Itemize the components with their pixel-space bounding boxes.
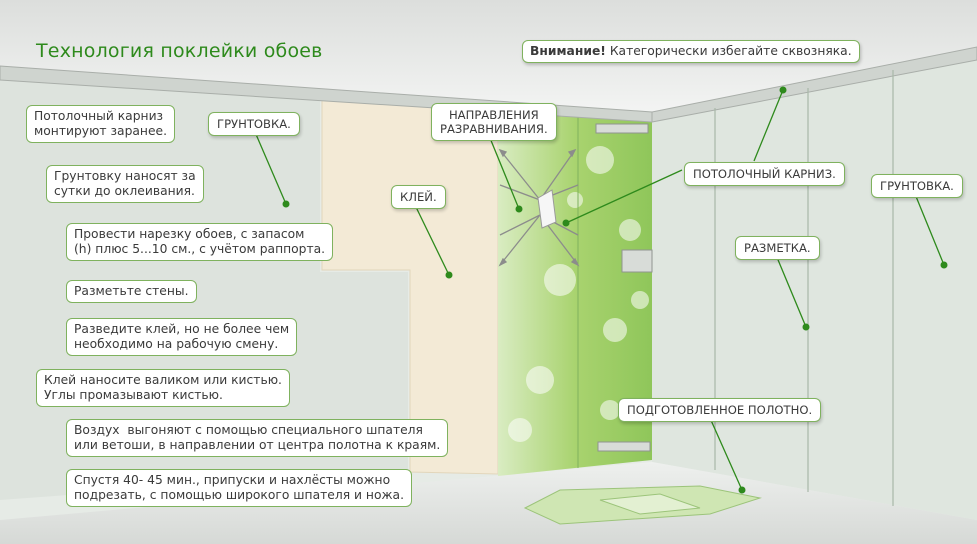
step-note-glue-apply: Клей наносите валиком или кистью. Углы п… <box>36 369 290 407</box>
step-note-primer: Грунтовку наносят за сутки до оклеивания… <box>46 165 204 203</box>
step-note-glue-mix: Разведите клей, но не более чем необходи… <box>66 318 298 356</box>
cornice-right <box>651 46 977 123</box>
leader-lines <box>254 89 945 491</box>
step-note-marking: Разметьте стены. <box>66 280 197 303</box>
right-wall <box>652 52 977 520</box>
leader-dots <box>282 86 948 494</box>
wall-brackets <box>595 123 653 452</box>
step-note-cornice: Потолочный карниз монтируют заранее. <box>26 105 175 143</box>
label-glue: КЛЕЙ. <box>391 185 446 209</box>
label-cornice: ПОТОЛОЧНЫЙ КАРНИЗ. <box>684 162 845 186</box>
prepared-roll-fold <box>599 493 701 515</box>
warning-bold: Внимание! <box>530 44 606 58</box>
step-note-air: Воздух выгоняют с помощью специального ш… <box>66 419 449 457</box>
label-marking: РАЗМЕТКА. <box>735 236 820 260</box>
page-title: Технология поклейки обоев <box>36 40 323 62</box>
label-direction: НАПРАВЛЕНИЯ РАЗРАВНИВАНИЯ. <box>431 103 557 141</box>
warning-note: Внимание! Категорически избегайте сквозн… <box>522 40 860 63</box>
step-note-trim: Спустя 40- 45 мин., припуски и нахлёсты … <box>66 469 412 507</box>
floor <box>0 462 977 544</box>
spatula <box>537 189 557 229</box>
label-primer-left: ГРУНТОВКА. <box>208 112 300 136</box>
warning-text: Категорически избегайте сквозняка. <box>605 44 852 58</box>
label-prepared: ПОДГОТОВЛЕННОЕ ПОЛОТНО. <box>618 398 822 422</box>
ceiling <box>0 0 977 118</box>
smoothing-arrows <box>498 148 580 267</box>
label-primer-right: ГРУНТОВКА. <box>871 174 963 198</box>
step-note-cutting: Провести нарезку обоев, с запасом (h) пл… <box>66 223 334 261</box>
floral-pattern <box>508 146 649 442</box>
